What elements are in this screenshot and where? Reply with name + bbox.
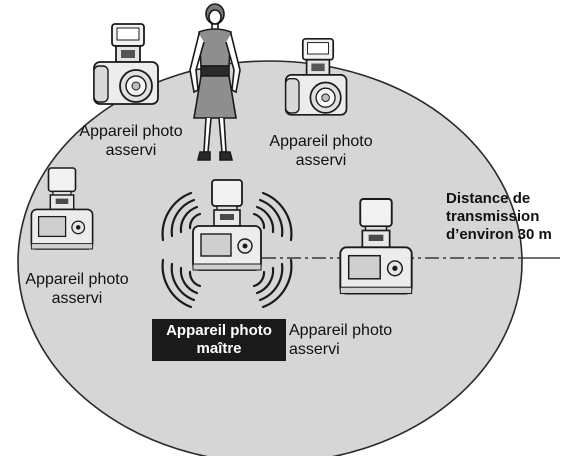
person-figure-icon bbox=[189, 3, 241, 161]
slave-label-line1: Appareil photo bbox=[79, 123, 183, 140]
slave-label-line2: asservi bbox=[51, 290, 103, 307]
transmission-distance-label: Distance de transmission d’environ 30 m bbox=[446, 190, 576, 244]
slave-camera-label: Appareil photo asservi bbox=[248, 132, 394, 170]
master-label-line1: Appareil photo bbox=[166, 322, 272, 339]
master-camera-label: Appareil photo maître bbox=[152, 319, 286, 361]
slave-camera-label: Appareil photo asservi bbox=[4, 270, 150, 308]
slave-label-line2: asservi bbox=[295, 152, 347, 169]
distance-label-line2: transmission bbox=[446, 208, 540, 225]
distance-label-line3: d’environ 30 m bbox=[446, 226, 552, 243]
slave-camera-label: Appareil photo asservi bbox=[58, 122, 204, 160]
slave-label-line2: asservi bbox=[105, 142, 157, 159]
slave-camera-label: Appareil photo asservi bbox=[289, 321, 435, 359]
distance-label-line1: Distance de bbox=[446, 190, 531, 207]
master-label-line2: maître bbox=[196, 340, 242, 357]
camera-with-flash-icon bbox=[93, 23, 159, 105]
camera-with-flash-icon bbox=[284, 37, 348, 116]
slave-label-line1: Appareil photo bbox=[289, 322, 393, 339]
slave-label-line2: asservi bbox=[289, 341, 340, 358]
wireless-signal-icon bbox=[161, 191, 293, 309]
slave-label-line1: Appareil photo bbox=[269, 133, 373, 150]
slave-label-line1: Appareil photo bbox=[25, 271, 129, 288]
